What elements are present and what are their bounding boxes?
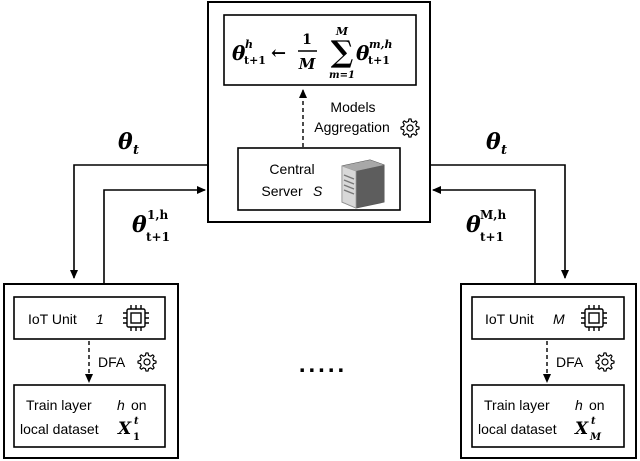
- svg-text:h: h: [117, 397, 125, 413]
- svg-text:t+1: t+1: [480, 230, 504, 244]
- svg-text:h: h: [245, 38, 253, 51]
- train-box-right: [471, 384, 625, 448]
- dataset-label-left: local dataset: [20, 421, 99, 437]
- left-theta-t: θ t: [118, 129, 139, 158]
- svg-text:∑: ∑: [331, 35, 354, 70]
- iot-unit-left-title: IoT Unit: [28, 311, 77, 327]
- svg-text:M: M: [589, 432, 602, 443]
- svg-text:X: X: [117, 419, 132, 439]
- svg-text:t+1: t+1: [146, 230, 170, 244]
- iot-unit-left-header: [13, 296, 166, 340]
- svg-text:←: ←: [271, 43, 286, 64]
- aggregation-formula: θ h t+1 ← 1 M M ∑ m=1 θ m,h t+1: [232, 25, 392, 81]
- iot-unit-left-index: 1: [96, 311, 104, 327]
- dataset-label-right: local dataset: [478, 421, 557, 437]
- dfa-label-right: DFA: [556, 354, 584, 370]
- svg-text:m=1: m=1: [329, 70, 355, 81]
- right-theta-t: θ t: [486, 129, 507, 158]
- svg-text:t: t: [133, 143, 139, 158]
- aggregation-label-line1: Models: [330, 99, 375, 115]
- svg-text:t+1: t+1: [368, 54, 390, 67]
- left-up-arrow: [103, 186, 206, 284]
- iot-unit-right-title: IoT Unit: [485, 311, 534, 327]
- central-server-label-line1: Central: [269, 161, 314, 177]
- svg-text:θ: θ: [232, 41, 246, 65]
- svg-text:t: t: [591, 416, 596, 427]
- svg-text:1: 1: [133, 432, 140, 443]
- central-server-var: S: [313, 183, 323, 199]
- train-label-left: Train layer: [26, 397, 92, 413]
- svg-text:t+1: t+1: [244, 54, 266, 67]
- svg-text:θ: θ: [356, 41, 370, 65]
- server-icon: [341, 159, 385, 209]
- svg-text:M,h: M,h: [480, 208, 506, 222]
- dfa-label-left: DFA: [98, 354, 126, 370]
- svg-text:h: h: [575, 397, 583, 413]
- svg-text:m,h: m,h: [369, 38, 392, 51]
- left-theta-update: θ 1,h t+1: [132, 208, 170, 244]
- right-theta-update: θ M,h t+1: [466, 208, 506, 244]
- ellipsis: .....: [299, 351, 347, 378]
- svg-text:1: 1: [302, 32, 312, 48]
- train-label-right: Train layer: [484, 397, 550, 413]
- svg-text:on: on: [131, 397, 147, 413]
- svg-text:θ: θ: [132, 212, 147, 238]
- aggregation-label-line2: Aggregation: [314, 119, 390, 135]
- right-up-arrow: [432, 186, 536, 284]
- aggregation-formula-box: [223, 14, 417, 86]
- svg-text:θ: θ: [486, 129, 501, 155]
- svg-text:M: M: [335, 25, 349, 38]
- svg-text:X: X: [574, 419, 589, 439]
- svg-text:t: t: [134, 416, 139, 427]
- right-down-arrow: [431, 164, 569, 279]
- svg-text:θ: θ: [118, 129, 133, 155]
- svg-text:1,h: 1,h: [147, 208, 169, 222]
- train-box-left: [13, 384, 166, 448]
- left-down-arrow: [70, 164, 207, 279]
- svg-text:on: on: [589, 397, 605, 413]
- svg-text:t: t: [501, 143, 507, 158]
- svg-text:θ: θ: [466, 212, 481, 238]
- central-server-label-line2: Server: [261, 183, 303, 199]
- svg-text:M: M: [298, 55, 316, 73]
- iot-unit-right-index: M: [553, 311, 565, 327]
